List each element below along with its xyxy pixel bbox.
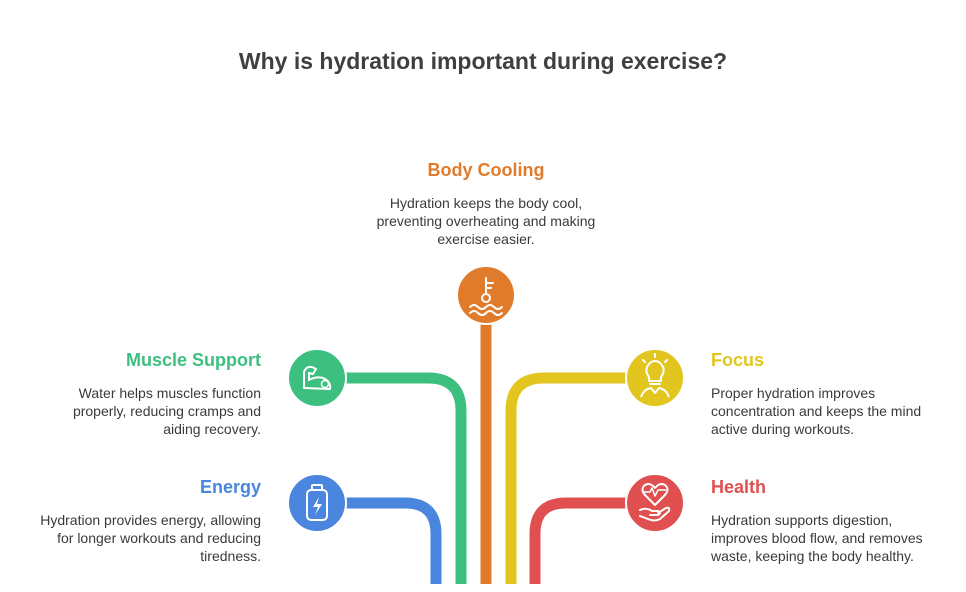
muscle-connector <box>345 372 467 584</box>
flexed-arm-icon <box>287 348 347 408</box>
heart-hand-icon <box>625 473 685 533</box>
focus-heading: Focus <box>711 350 765 370</box>
muscle-support-heading: Muscle Support <box>125 350 261 370</box>
lightbulb-person-icon <box>625 348 685 408</box>
energy-description: Hydration provides energy, allowing for … <box>40 512 261 564</box>
thermometer-water-icon <box>456 265 516 325</box>
page-title: Why is hydration important during exerci… <box>238 48 728 74</box>
focus-connector <box>505 372 628 584</box>
body-cooling-heading: Body Cooling <box>427 160 545 180</box>
energy-heading: Energy <box>199 477 261 497</box>
focus-description: Proper hydration improves concentration … <box>711 385 922 437</box>
health-connector <box>529 497 628 584</box>
energy-connector <box>345 497 442 584</box>
health-description: Hydration supports digestion, improves b… <box>711 512 923 564</box>
muscle-support-description: Water helps muscles function properly, r… <box>72 385 261 437</box>
body-cooling-description: Hydration keeps the body cool, preventin… <box>376 195 596 247</box>
health-heading: Health <box>711 477 767 497</box>
energy-bottle-icon <box>287 473 347 533</box>
